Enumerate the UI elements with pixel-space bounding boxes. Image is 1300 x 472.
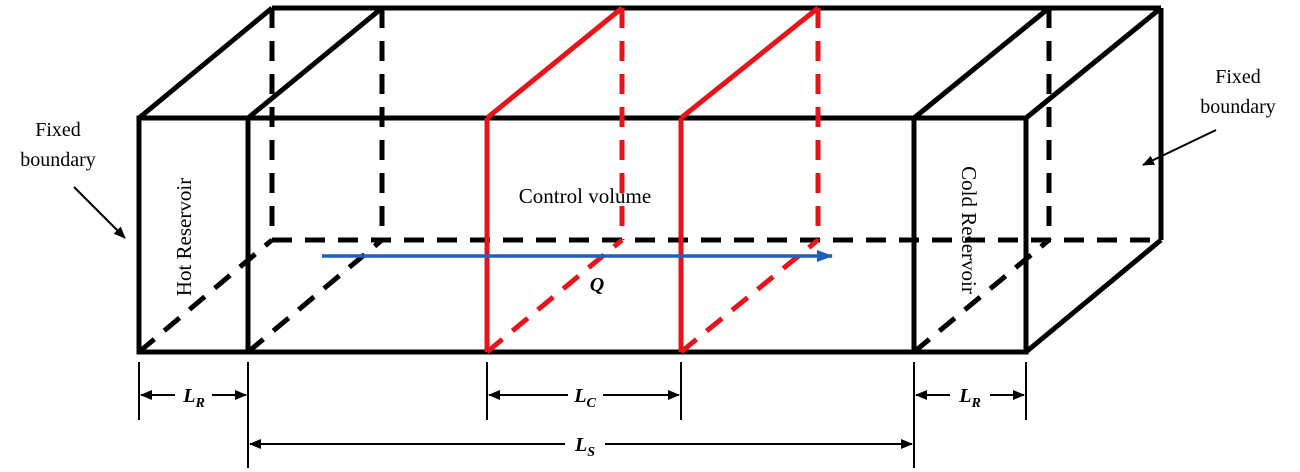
control-volume-label: Control volume [519, 184, 651, 208]
dimension-lc: LC [488, 385, 680, 411]
hidden-edges [137, 8, 1161, 354]
svg-text:LS: LS [574, 434, 595, 460]
dimension-ls: LS [249, 434, 913, 460]
svg-text:LR: LR [182, 385, 205, 411]
svg-text:LC: LC [573, 385, 596, 411]
fixed-boundary-right-line2: boundary [1200, 96, 1276, 118]
dimension-lr-right: LR [915, 385, 1025, 411]
fixed-boundary-right-line1: Fixed [1215, 66, 1261, 88]
heat-flow-label: Q [590, 274, 604, 296]
fixed-boundary-left-line2: boundary [20, 149, 96, 171]
control-volume-plane-right [678, 6, 821, 354]
svg-text:LR: LR [958, 385, 981, 411]
dimension-lr-left: LR [140, 385, 247, 411]
box-outline [136, 5, 1164, 355]
fixed-boundary-left-line1: Fixed [35, 119, 81, 141]
cold-reservoir-label: Cold Reservoir [957, 166, 981, 294]
dimension-extension-lines [138, 362, 1027, 468]
control-volume-plane-left [484, 6, 625, 354]
fixed-boundary-right-pointer [1142, 129, 1217, 166]
hot-reservoir-label: Hot Reservoir [172, 178, 196, 296]
fixed-boundary-left-pointer [73, 186, 126, 239]
